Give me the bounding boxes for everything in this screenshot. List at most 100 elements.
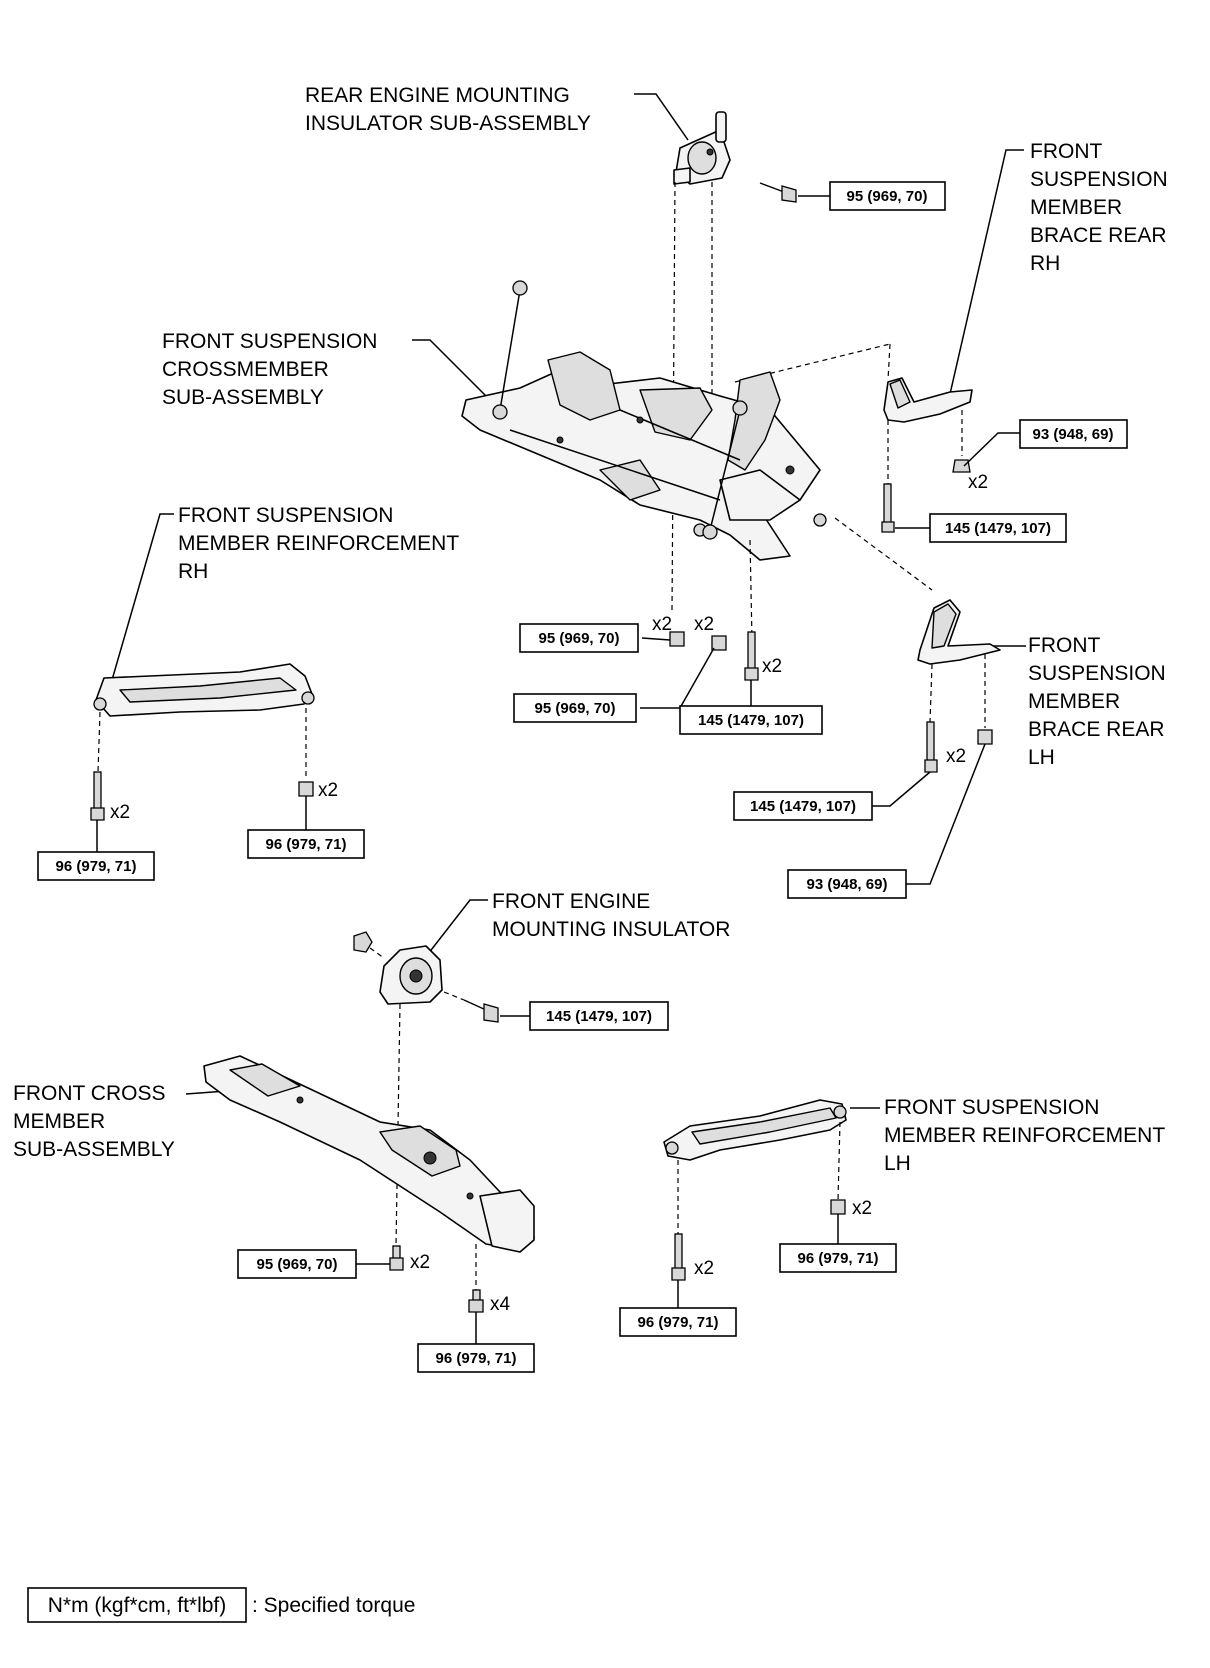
torque-reinf-rh-right: 96 (979, 71)	[247, 829, 365, 859]
svg-text:x2: x2	[946, 746, 966, 767]
qty-brace-lh: x2	[946, 746, 966, 767]
qty-reinf-lh-right: x2	[852, 1198, 872, 1219]
stabilizer-link-left	[492, 280, 528, 420]
brace-lh-bolt	[977, 729, 993, 745]
svg-text:145 (1479, 107): 145 (1479, 107)	[750, 798, 856, 815]
svg-text:x2: x2	[652, 614, 672, 635]
torque-brace-lh-long-bolt: 145 (1479, 107)	[733, 791, 873, 821]
rear-engine-mount-label: REAR ENGINE MOUNTING INSULATOR SUB-ASSEM…	[305, 84, 591, 135]
front-mount-leader	[427, 899, 488, 955]
svg-text:CROSSMEMBER: CROSSMEMBER	[162, 358, 329, 381]
qty-reinf-rh-right: x2	[318, 780, 338, 801]
svg-text:96 (979, 71): 96 (979, 71)	[638, 1314, 719, 1331]
svg-text:95 (969, 70): 95 (969, 70)	[847, 188, 928, 205]
svg-text:x2: x2	[694, 614, 714, 635]
brace-rear-rh-label: FRONT SUSPENSION MEMBER BRACE REAR RH	[1030, 140, 1168, 275]
front-cross-bolt-b	[468, 1289, 484, 1313]
svg-text:x2: x2	[318, 780, 338, 801]
rear-engine-mount-part	[673, 111, 731, 185]
svg-text:FRONT SUSPENSION: FRONT SUSPENSION	[178, 504, 393, 527]
torque-rear-mount-bolt: 95 (969, 70)	[829, 181, 946, 211]
crossmember-label: FRONT SUSPENSION CROSSMEMBER SUB-ASSEMBL…	[162, 330, 377, 409]
svg-text:FRONT SUSPENSION: FRONT SUSPENSION	[162, 330, 377, 353]
svg-text:FRONT ENGINE: FRONT ENGINE	[492, 890, 650, 913]
svg-text:96 (979, 71): 96 (979, 71)	[266, 836, 347, 853]
reinf-lh-left-bolt	[671, 1233, 686, 1281]
reinforcement-lh-part	[663, 1099, 847, 1161]
brace-rh-long-bolt	[881, 483, 895, 533]
torque-brace-rh-bolt: 93 (948, 69)	[1019, 419, 1128, 449]
front-cross-bolt-a	[389, 1245, 404, 1271]
svg-text:x2: x2	[694, 1258, 714, 1279]
qty-front-cross-b: x4	[490, 1294, 511, 1315]
rear-mount-leader	[634, 93, 689, 141]
svg-text:93 (948, 69): 93 (948, 69)	[807, 876, 888, 893]
svg-text:MOUNTING INSULATOR: MOUNTING INSULATOR	[492, 918, 730, 941]
svg-text:x2: x2	[410, 1252, 430, 1273]
svg-text:MEMBER: MEMBER	[1030, 196, 1122, 219]
front-cross-member-part	[203, 1055, 535, 1253]
cross-nut	[669, 631, 685, 647]
reinforcement-lh-label: FRONT SUSPENSION MEMBER REINFORCEMENT LH	[884, 1096, 1165, 1175]
front-mount-bolt	[463, 999, 499, 1023]
svg-text:LH: LH	[1028, 746, 1055, 769]
front-mount-nut	[353, 931, 373, 953]
svg-text:SUB-ASSEMBLY: SUB-ASSEMBLY	[162, 386, 324, 409]
qty-cross-center: x2	[762, 656, 782, 677]
brace-lh-long-bolt	[924, 721, 938, 773]
crossmember-part	[461, 351, 827, 561]
svg-text:96 (979, 71): 96 (979, 71)	[56, 858, 137, 875]
reinf-rh-left-bolt	[90, 771, 105, 821]
qty-front-cross-a: x2	[410, 1252, 430, 1273]
svg-text:95 (969, 70): 95 (969, 70)	[257, 1256, 338, 1273]
cross-center-bolt	[744, 631, 759, 681]
torque-cross-left-nut: 95 (969, 70)	[519, 623, 639, 653]
brace-rh-leader	[949, 149, 1024, 395]
crossmember-leader	[412, 339, 489, 399]
svg-text:FRONT: FRONT	[1030, 140, 1102, 163]
svg-text:SUB-ASSEMBLY: SUB-ASSEMBLY	[13, 1138, 175, 1161]
svg-text:INSULATOR SUB-ASSEMBLY: INSULATOR SUB-ASSEMBLY	[305, 112, 591, 135]
front-engine-mount-label: FRONT ENGINE MOUNTING INSULATOR	[492, 890, 730, 941]
qty-cross-bolt: x2	[694, 614, 714, 635]
svg-text:SUSPENSION: SUSPENSION	[1028, 662, 1166, 685]
qty-cross-nut: x2	[652, 614, 672, 635]
reinf-lh-right-bolt	[830, 1199, 846, 1215]
reinforcement-rh-label: FRONT SUSPENSION MEMBER REINFORCEMENT RH	[178, 504, 459, 583]
torque-reinf-lh-right: 96 (979, 71)	[779, 1243, 897, 1273]
torque-cross-center-bolt: 145 (1479, 107)	[679, 705, 823, 735]
cross-bolt	[711, 635, 727, 651]
front-engine-mount-part	[379, 945, 443, 1005]
qty-reinf-rh-left: x2	[110, 802, 130, 823]
svg-text:REAR ENGINE MOUNTING: REAR ENGINE MOUNTING	[305, 84, 570, 107]
svg-text:96 (979, 71): 96 (979, 71)	[798, 1250, 879, 1267]
torque-reinf-lh-left: 96 (979, 71)	[619, 1307, 737, 1337]
brace-rh-bolt	[952, 459, 971, 473]
brace-rear-lh-part	[917, 599, 1001, 665]
svg-text:MEMBER REINFORCEMENT: MEMBER REINFORCEMENT	[884, 1124, 1165, 1147]
svg-text:MEMBER: MEMBER	[13, 1110, 105, 1133]
front-cross-member-label: FRONT CROSS MEMBER SUB-ASSEMBLY	[13, 1082, 175, 1161]
svg-text:RH: RH	[1030, 252, 1060, 275]
svg-text:MEMBER REINFORCEMENT: MEMBER REINFORCEMENT	[178, 532, 459, 555]
legend: N*m (kgf*cm, ft*lbf) : Specified torque	[27, 1587, 415, 1623]
svg-text:145 (1479, 107): 145 (1479, 107)	[546, 1008, 652, 1025]
svg-text:x2: x2	[762, 656, 782, 677]
torque-front-cross-bolt-a: 95 (969, 70)	[237, 1249, 357, 1279]
svg-text:96 (979, 71): 96 (979, 71)	[436, 1350, 517, 1367]
svg-text:93 (948, 69): 93 (948, 69)	[1033, 426, 1114, 443]
svg-text:x2: x2	[852, 1198, 872, 1219]
brace-rear-rh-part	[883, 377, 973, 423]
svg-text:x4: x4	[490, 1294, 511, 1315]
svg-text:FRONT SUSPENSION: FRONT SUSPENSION	[884, 1096, 1099, 1119]
svg-text:145 (1479, 107): 145 (1479, 107)	[945, 520, 1051, 537]
torque-brace-lh-bolt: 93 (948, 69)	[787, 869, 907, 899]
svg-text:BRACE REAR: BRACE REAR	[1028, 718, 1165, 741]
legend-description: : Specified torque	[252, 1594, 415, 1617]
svg-text:95 (969, 70): 95 (969, 70)	[539, 630, 620, 647]
svg-text:MEMBER: MEMBER	[1028, 690, 1120, 713]
reinf-rh-leader	[111, 513, 174, 681]
svg-text:145 (1479, 107): 145 (1479, 107)	[698, 712, 804, 729]
qty-brace-rh-bolt: x2	[968, 472, 988, 493]
torque-reinf-rh-left: 96 (979, 71)	[37, 851, 155, 881]
